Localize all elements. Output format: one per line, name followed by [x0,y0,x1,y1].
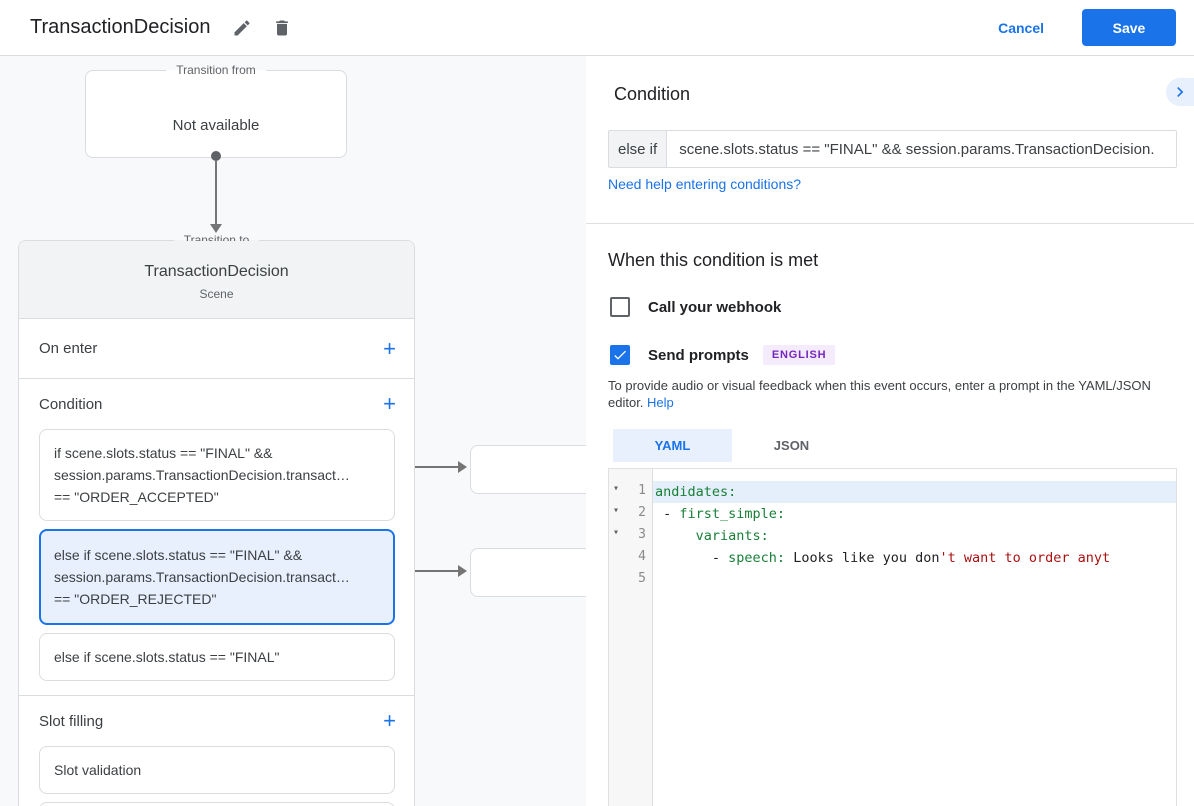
transition-from-content: Not available [172,117,260,134]
webhook-label: Call your webhook [648,298,782,316]
send-prompts-label: Send prompts [648,346,749,364]
checkmark-icon [612,347,628,363]
condition-card-2-selected[interactable]: else if scene.slots.status == "FINAL" &&… [39,529,395,625]
condition-line: else if scene.slots.status == "FINAL" && [54,547,303,563]
fold-arrow-icon[interactable]: ▾ [613,505,620,516]
code-line-5 [653,569,1176,591]
cancel-button[interactable]: Cancel [998,19,1044,36]
yaml-plain: Looks like you don [785,550,940,566]
edit-scene-button[interactable] [228,14,256,42]
gutter-row: ▾ 1 [609,481,652,503]
trash-icon [272,18,292,38]
line-number: 1 [638,483,646,498]
scene-card-header: TransactionDecision Scene [19,241,414,319]
yaml-key: speech: [728,550,786,566]
condition-expression-input[interactable] [666,130,1177,168]
send-prompts-row: Send prompts ENGLISH [610,345,836,365]
panel-divider [586,223,1194,224]
condition2-arrow-line [401,570,458,572]
editor-gutter: ▾ 1 ▾ 2 ▾ 3 4 5 [609,469,653,806]
conditions-help-link[interactable]: Need help entering conditions? [608,176,802,192]
code-line-3: variants: [653,525,1176,547]
delete-scene-button[interactable] [268,14,296,42]
chevron-right-icon [1170,82,1190,102]
condition-expression-group: else if [608,130,1177,168]
code-line-2: - first_simple: [653,503,1176,525]
yaml-plain: - [655,506,680,522]
code-line-4: - speech: Looks like you don't want to o… [653,547,1176,569]
tab-json[interactable]: JSON [773,438,810,453]
yaml-key: andidates: [655,484,737,500]
webhook-row: Call your webhook [610,297,781,317]
line-number: 4 [638,549,646,564]
condition2-arrow-head [458,565,467,577]
condition-line: session.params.TransactionDecision.trans… [54,569,350,585]
line-number: 5 [638,571,646,586]
editor-tabs: YAML JSON [613,429,851,462]
condition-line: == "ORDER_REJECTED" [54,591,217,607]
prompt-help-link[interactable]: Help [647,395,674,410]
condition-line: session.params.TransactionDecision.trans… [54,467,350,483]
prompt-description-text: To provide audio or visual feedback when… [608,378,1151,410]
yaml-code-editor: ▾ 1 ▾ 2 ▾ 3 4 5 andidates: [608,468,1177,806]
pencil-icon [232,18,252,38]
line-number: 3 [638,527,646,542]
transition-from-box: Transition from Not available [85,63,347,158]
code-area[interactable]: andidates: - first_simple: variants: - s… [653,469,1176,806]
gutter-row: 4 [609,547,652,569]
page-title: TransactionDecision [30,16,211,38]
collapse-panel-button[interactable] [1166,78,1194,106]
top-bar: TransactionDecision Cancel Save [0,0,1194,56]
fold-arrow-icon[interactable]: ▾ [613,527,620,538]
webhook-checkbox[interactable] [610,297,630,317]
section-divider [19,695,414,696]
scene-card: Transition to TransactionDecision Scene … [18,233,415,806]
gutter-row: 5 [609,569,652,591]
tab-yaml[interactable]: YAML [613,429,732,462]
condition1-arrow-line [401,466,458,468]
transition-arrow-line [215,160,217,224]
scene-name: TransactionDecision [144,263,289,280]
transition-from-label: Transition from [166,63,266,77]
gutter-row: ▾ 3 [609,525,652,547]
slot-filling-section-header: Slot filling + [19,696,414,746]
on-enter-label: On enter [39,340,98,357]
condition-line: == "ORDER_ACCEPTED" [54,489,219,505]
condition-card-3[interactable]: else if scene.slots.status == "FINAL" [39,633,395,681]
gutter-row: ▾ 2 [609,503,652,525]
add-slot-button[interactable]: + [383,708,396,733]
condition-card-1[interactable]: if scene.slots.status == "FINAL" && sess… [39,429,395,521]
yaml-plain: - [655,550,729,566]
yaml-key: first_simple: [679,506,786,522]
prompt-description: To provide audio or visual feedback when… [608,377,1184,411]
condition-prefix: else if [608,130,667,168]
condition-line: else if scene.slots.status == "FINAL" [54,649,280,665]
scene-type: Scene [199,287,234,301]
yaml-plain [655,528,696,544]
when-met-title: When this condition is met [608,250,819,270]
yaml-string: 't want to order anyt [939,550,1111,566]
save-button[interactable]: Save [1082,9,1176,46]
condition-detail-panel: Condition else if Need help entering con… [586,56,1194,806]
add-condition-button[interactable]: + [383,391,396,416]
yaml-key: variants: [695,528,769,544]
condition-section-header: Condition + [19,379,414,429]
code-line-1: andidates: [653,481,1176,503]
on-enter-row: On enter + [19,319,414,379]
slot-filling-label: Slot filling [39,712,104,730]
connector-dot [211,151,221,161]
language-badge: ENGLISH [762,345,836,365]
condition-label: Condition [39,395,103,413]
send-prompts-checkbox[interactable] [610,345,630,365]
condition1-arrow-head [458,461,467,473]
line-number: 2 [638,505,646,520]
fold-arrow-icon[interactable]: ▾ [613,483,620,494]
add-on-enter-button[interactable]: + [383,335,396,361]
list-item-partial [39,802,395,806]
panel-title: Condition [614,84,691,104]
condition-line: if scene.slots.status == "FINAL" && [54,445,273,461]
slot-validation-card[interactable]: Slot validation [39,746,395,794]
transition-arrow-head [210,224,222,233]
